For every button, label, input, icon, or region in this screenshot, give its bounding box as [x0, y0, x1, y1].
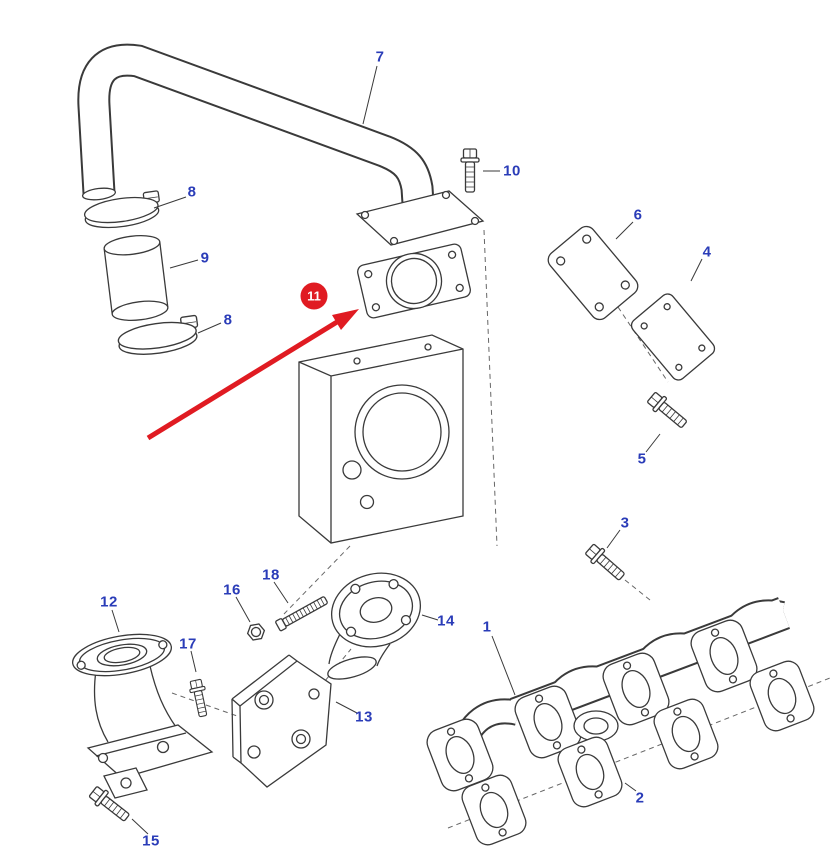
part-18-stud	[275, 596, 328, 632]
part-9-hose-sleeve	[103, 235, 169, 321]
part-label-15[interactable]: 15	[142, 832, 160, 850]
part-label-3[interactable]: 3	[620, 514, 630, 532]
part-7-pipe	[77, 43, 435, 205]
part-11-gasket	[357, 243, 471, 319]
part-label-5[interactable]: 5	[637, 450, 647, 468]
part-label-16[interactable]: 16	[223, 581, 241, 599]
part-label-1[interactable]: 1	[482, 618, 492, 636]
part-label-2[interactable]: 2	[635, 789, 645, 807]
part-label-12[interactable]: 12	[100, 593, 118, 611]
part-label-9[interactable]: 9	[200, 249, 210, 267]
part-label-8[interactable]: 8	[187, 183, 197, 201]
pipe-flange	[355, 190, 485, 246]
part-label-14[interactable]: 14	[437, 612, 455, 630]
part-label-4[interactable]: 4	[702, 243, 712, 261]
part-6-gasket	[547, 225, 639, 321]
part-label-6[interactable]: 6	[633, 206, 643, 224]
engine-block	[298, 334, 464, 544]
part-1-manifold	[422, 597, 790, 796]
part-16-nut	[246, 623, 266, 641]
leader-lines	[111, 65, 703, 835]
part-12-elbow	[71, 633, 214, 799]
part-label-10[interactable]: 10	[503, 162, 521, 180]
part-label-17[interactable]: 17	[179, 635, 197, 653]
assembly-axis-lines	[171, 229, 831, 829]
part-13-bracket	[231, 654, 332, 788]
part-4-cover-plate	[630, 293, 716, 381]
part-badge-11[interactable]: 11	[300, 282, 328, 310]
part-label-7[interactable]: 7	[375, 48, 385, 66]
highlight-arrow	[146, 309, 359, 441]
part-14-flange	[327, 572, 422, 680]
part-label-18[interactable]: 18	[262, 566, 280, 584]
part-label-13[interactable]: 13	[355, 708, 373, 726]
part-label-8[interactable]: 8	[223, 311, 233, 329]
